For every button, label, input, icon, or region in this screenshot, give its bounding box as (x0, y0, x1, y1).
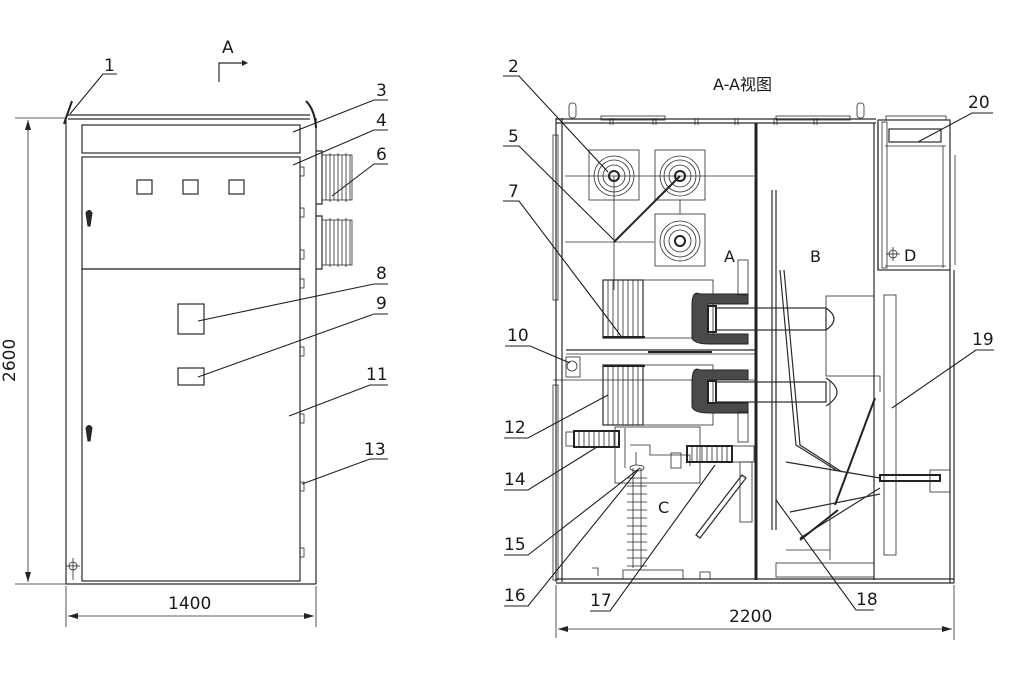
callout-2: 2 (503, 57, 609, 173)
callout-20: 20 (917, 93, 993, 143)
svg-text:10: 10 (507, 326, 529, 346)
door-hinges (299, 166, 305, 558)
side-bushing-lower (316, 215, 353, 270)
callout-12: 12 (504, 394, 609, 439)
indicator-lamp (565, 356, 581, 378)
svg-text:8: 8 (376, 264, 387, 284)
cabinet-outline (63, 100, 317, 585)
callout-16: 16 (504, 469, 639, 607)
height-dimension: 2600 (0, 117, 66, 585)
section-width-dimension: 2200 (555, 585, 955, 640)
lifting-eye-right (856, 102, 865, 119)
width-dimension-value: 1400 (168, 594, 211, 614)
current-transformer-upper (602, 279, 714, 339)
section-view-title: A-A视图 (713, 75, 772, 94)
svg-text:18: 18 (856, 590, 878, 610)
busbar-bushings (565, 149, 754, 290)
svg-text:15: 15 (504, 535, 526, 555)
svg-text:12: 12 (504, 418, 526, 438)
section-enclosure (552, 102, 955, 584)
lifting-hook-right (305, 100, 317, 129)
breaker-frame (771, 190, 951, 578)
callout-8: 8 (197, 264, 388, 322)
callout-19: 19 (891, 330, 994, 409)
svg-text:14: 14 (504, 470, 526, 490)
svg-text:11: 11 (366, 365, 388, 385)
door-handle-lower (85, 425, 93, 442)
svg-text:7: 7 (508, 182, 519, 202)
door-handle-upper (85, 210, 93, 227)
section-marker: A (218, 38, 248, 82)
svg-text:6: 6 (376, 145, 387, 165)
upper-door (81, 156, 301, 270)
section-view: A-A视图 (503, 57, 994, 640)
lifting-eye-left (568, 102, 577, 119)
callout-10: 10 (505, 326, 571, 364)
callout-3: 3 (292, 81, 388, 133)
svg-text:2: 2 (508, 57, 519, 77)
svg-text:19: 19 (972, 330, 994, 350)
zone-label-b: B (810, 247, 821, 266)
callout-18: 18 (775, 499, 878, 611)
indicator-window-3 (228, 179, 245, 195)
callout-17: 17 (590, 464, 716, 612)
lv-nameplate (888, 128, 942, 143)
indicator-window-1 (136, 179, 153, 195)
circuit-breaker-contacts (691, 259, 838, 443)
side-bushing-upper (316, 150, 353, 205)
nameplate-window (177, 303, 205, 335)
post-insulator (627, 452, 647, 568)
callout-1: 1 (69, 56, 117, 115)
callout-4: 4 (292, 111, 388, 166)
svg-text:4: 4 (376, 111, 387, 131)
callout-6: 6 (331, 145, 388, 197)
height-dimension-value: 2600 (0, 339, 20, 382)
callout-11: 11 (288, 365, 388, 417)
callout-5: 5 (503, 127, 615, 241)
callout-9: 9 (197, 294, 388, 378)
svg-text:13: 13 (364, 440, 386, 460)
ground-symbol (66, 558, 80, 580)
top-panel (81, 124, 301, 154)
svg-text:17: 17 (590, 591, 612, 611)
svg-text:5: 5 (508, 127, 519, 147)
indicator-window-2 (182, 179, 199, 195)
callout-14: 14 (504, 446, 598, 491)
zone-label-c: C (658, 498, 669, 517)
lv-compartment (877, 115, 956, 271)
svg-text:3: 3 (376, 81, 387, 101)
svg-text:9: 9 (376, 294, 387, 314)
inspection-window (177, 367, 205, 386)
lower-door (81, 268, 301, 582)
callout-7: 7 (503, 182, 622, 337)
width-dimension: 1400 (65, 586, 317, 627)
top-bolts (609, 118, 818, 125)
front-view: A 2600 1400 1 3 (0, 38, 388, 627)
current-transformer-lower (602, 364, 714, 426)
svg-text:1: 1 (104, 56, 115, 76)
svg-text:16: 16 (504, 586, 526, 606)
earthing-bar (695, 474, 747, 539)
callout-15: 15 (504, 467, 641, 556)
bushing-3 (654, 213, 706, 267)
zone-label-a: A (724, 247, 735, 266)
cable-compartment (565, 426, 755, 580)
zone-label-d: D (904, 246, 916, 265)
callout-13: 13 (301, 440, 388, 485)
section-width-value: 2200 (729, 607, 772, 627)
ground-symbol-d (886, 247, 900, 261)
section-marker-label: A (222, 38, 234, 58)
svg-text:20: 20 (968, 93, 990, 113)
